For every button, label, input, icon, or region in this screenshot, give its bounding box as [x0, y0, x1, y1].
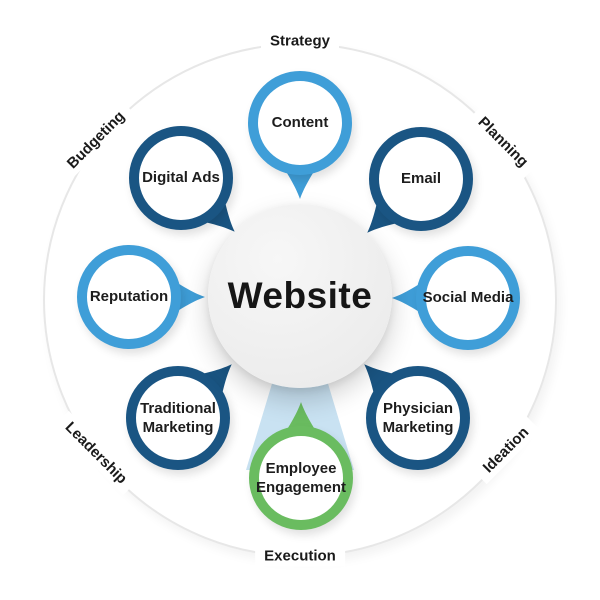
node-physician-marketing: Physician Marketing — [364, 364, 470, 470]
node-content: Content — [248, 71, 352, 199]
node-ring — [129, 126, 233, 230]
node-label: Reputation — [89, 288, 169, 306]
node-reputation: Reputation — [77, 245, 205, 349]
hub-label: Website — [227, 275, 373, 316]
node-employee-engagement: Employee Engagement — [249, 402, 353, 530]
node-label: Content — [271, 114, 329, 132]
hub-website: Website — [208, 204, 392, 388]
node-label: Email — [400, 170, 442, 188]
node-ring — [248, 71, 352, 175]
node-traditional-marketing: Traditional Marketing — [126, 364, 232, 470]
node-ring — [366, 366, 470, 470]
node-ring — [416, 246, 520, 350]
node-ring — [249, 426, 353, 530]
node-ring — [77, 245, 181, 349]
node-ring — [126, 366, 230, 470]
node-ring — [369, 127, 473, 231]
phase-label-strategy: Strategy — [260, 30, 340, 52]
node-label: Social Media — [422, 289, 514, 307]
node-digital-ads: Digital Ads — [129, 126, 235, 232]
node-email: Email — [367, 127, 473, 233]
node-label: Digital Ads — [142, 169, 220, 187]
phase-label-execution: Execution — [255, 545, 345, 567]
node-label: Employee Engagement — [255, 459, 346, 497]
node-social-media: Social Media — [392, 246, 520, 350]
node-label: Physician Marketing — [382, 399, 454, 437]
node-label: Traditional Marketing — [140, 399, 216, 437]
